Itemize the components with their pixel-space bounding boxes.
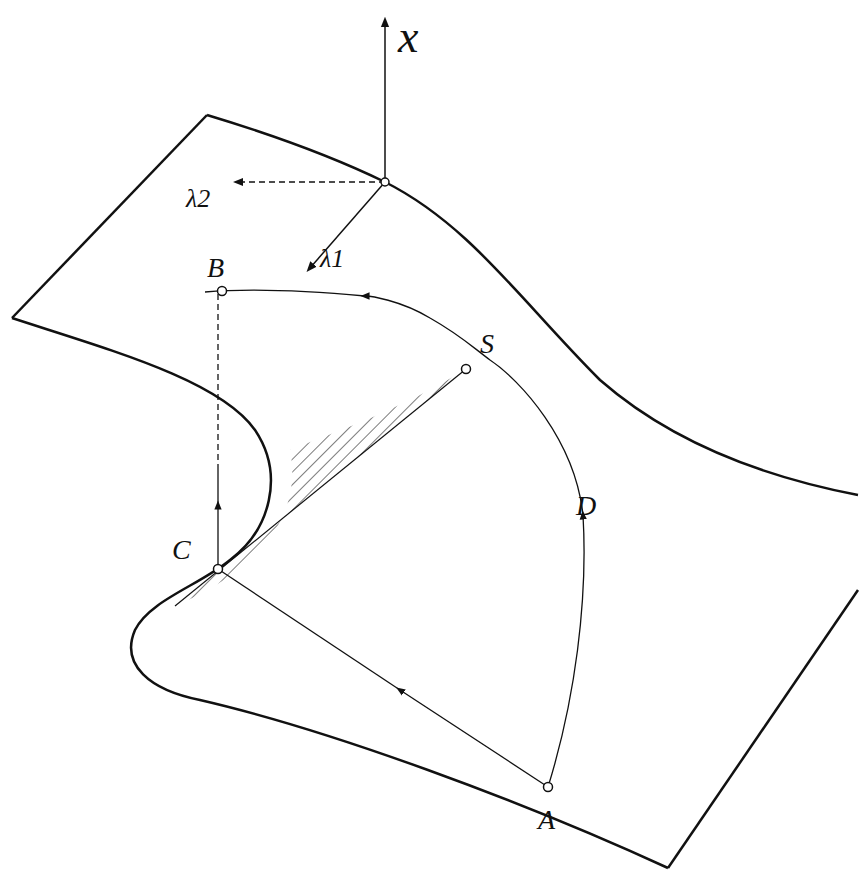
path-line — [400, 690, 548, 787]
point — [544, 783, 553, 792]
path-line — [217, 505, 218, 569]
fold-curve — [12, 318, 668, 868]
lambda2-axis — [238, 181, 385, 183]
path-line — [548, 515, 584, 787]
path-line — [365, 296, 583, 515]
point — [214, 565, 223, 574]
point-label: S — [480, 330, 494, 358]
point — [462, 365, 471, 374]
axis-label: x — [398, 14, 418, 60]
axis-label: λ2 — [186, 186, 210, 212]
surface-edge — [668, 590, 858, 868]
point-label: C — [172, 536, 191, 564]
point — [381, 178, 389, 186]
point-label: D — [576, 492, 596, 520]
surface-edge — [207, 115, 858, 495]
path-line — [218, 569, 400, 690]
point-label: A — [538, 806, 555, 834]
point-label: B — [207, 254, 224, 282]
surface-edge — [12, 115, 207, 318]
jump-line — [217, 291, 218, 470]
path-line — [205, 290, 365, 296]
axis-label: λ1 — [320, 246, 344, 272]
x-axis — [384, 22, 386, 182]
path-line — [217, 470, 218, 505]
point — [218, 287, 227, 296]
